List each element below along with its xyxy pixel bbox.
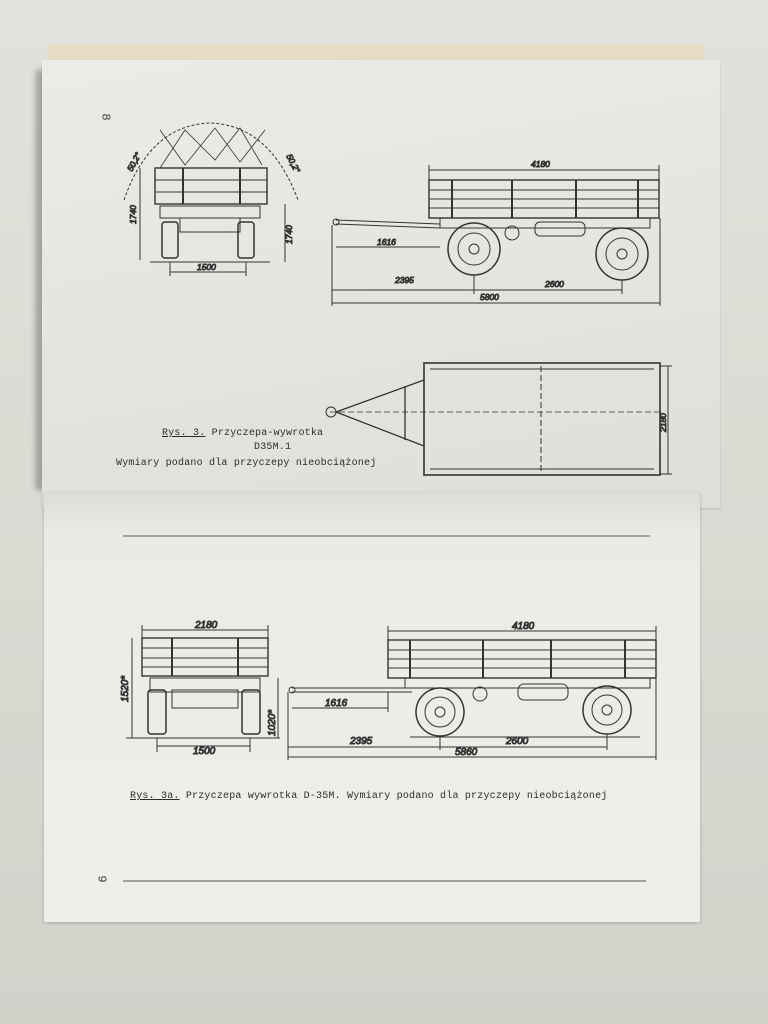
top-page <box>42 60 720 508</box>
dim-wheelbase-bottom: 2600 <box>505 736 529 747</box>
figure-caption-top: Rys. 3. Przyczepa-wywrotka <box>162 428 323 439</box>
dim-height-left: 1740 <box>128 205 138 224</box>
figure-label-bottom: Rys. 3a. <box>130 791 180 802</box>
dim-track-bottom: 1500 <box>193 746 216 757</box>
top-side-view <box>331 165 661 306</box>
dim-body-length-top: 4180 <box>531 159 550 169</box>
dim-platform-height: 1020* <box>267 709 278 736</box>
dim-body-length-bottom: 4180 <box>512 621 535 632</box>
top-plan-view <box>325 362 672 476</box>
bottom-page <box>44 492 700 922</box>
page-number-bottom: 9 <box>94 875 109 883</box>
dim-track-top: 1500 <box>197 262 216 272</box>
dim-wheelbase-top: 2600 <box>544 279 564 289</box>
figure-caption-bottom: Rys. 3a. Przyczepa wywrotka D-35M. Wymia… <box>130 791 607 802</box>
figure-model-top: D35M.1 <box>254 442 292 453</box>
dim-drawbar-top: 1616 <box>377 237 396 247</box>
dim-to-axle-bottom: 2395 <box>349 736 373 747</box>
top-front-view <box>123 122 299 276</box>
dim-height-bottom: 1520* <box>120 675 131 702</box>
figure-text-bottom: Przyczepa wywrotka D-35M. Wymiary podano… <box>185 791 608 802</box>
dim-tilt-left: 50,2° <box>125 150 143 173</box>
page-number-top: 8 <box>98 113 113 121</box>
figure-label-top: Rys. 3. <box>162 428 206 439</box>
dim-drawbar-bottom: 1616 <box>325 698 348 709</box>
dim-tilt-right: 50,2° <box>284 152 302 175</box>
bottom-side-view <box>287 626 657 760</box>
figure-note-top: Wymiary podano dla przyczepy nieobciążon… <box>116 458 377 469</box>
dim-to-axle-top: 2395 <box>394 275 414 285</box>
dim-total-length-bottom: 5860 <box>455 747 478 758</box>
dim-width-top: 2180 <box>658 413 668 433</box>
dim-total-length-top: 5800 <box>480 292 499 302</box>
bottom-front-view <box>126 625 280 752</box>
dim-height-right: 1740 <box>284 225 294 244</box>
figure-title-top: Przyczepa-wywrotka <box>211 428 324 439</box>
dim-width-bottom: 2180 <box>194 620 218 631</box>
